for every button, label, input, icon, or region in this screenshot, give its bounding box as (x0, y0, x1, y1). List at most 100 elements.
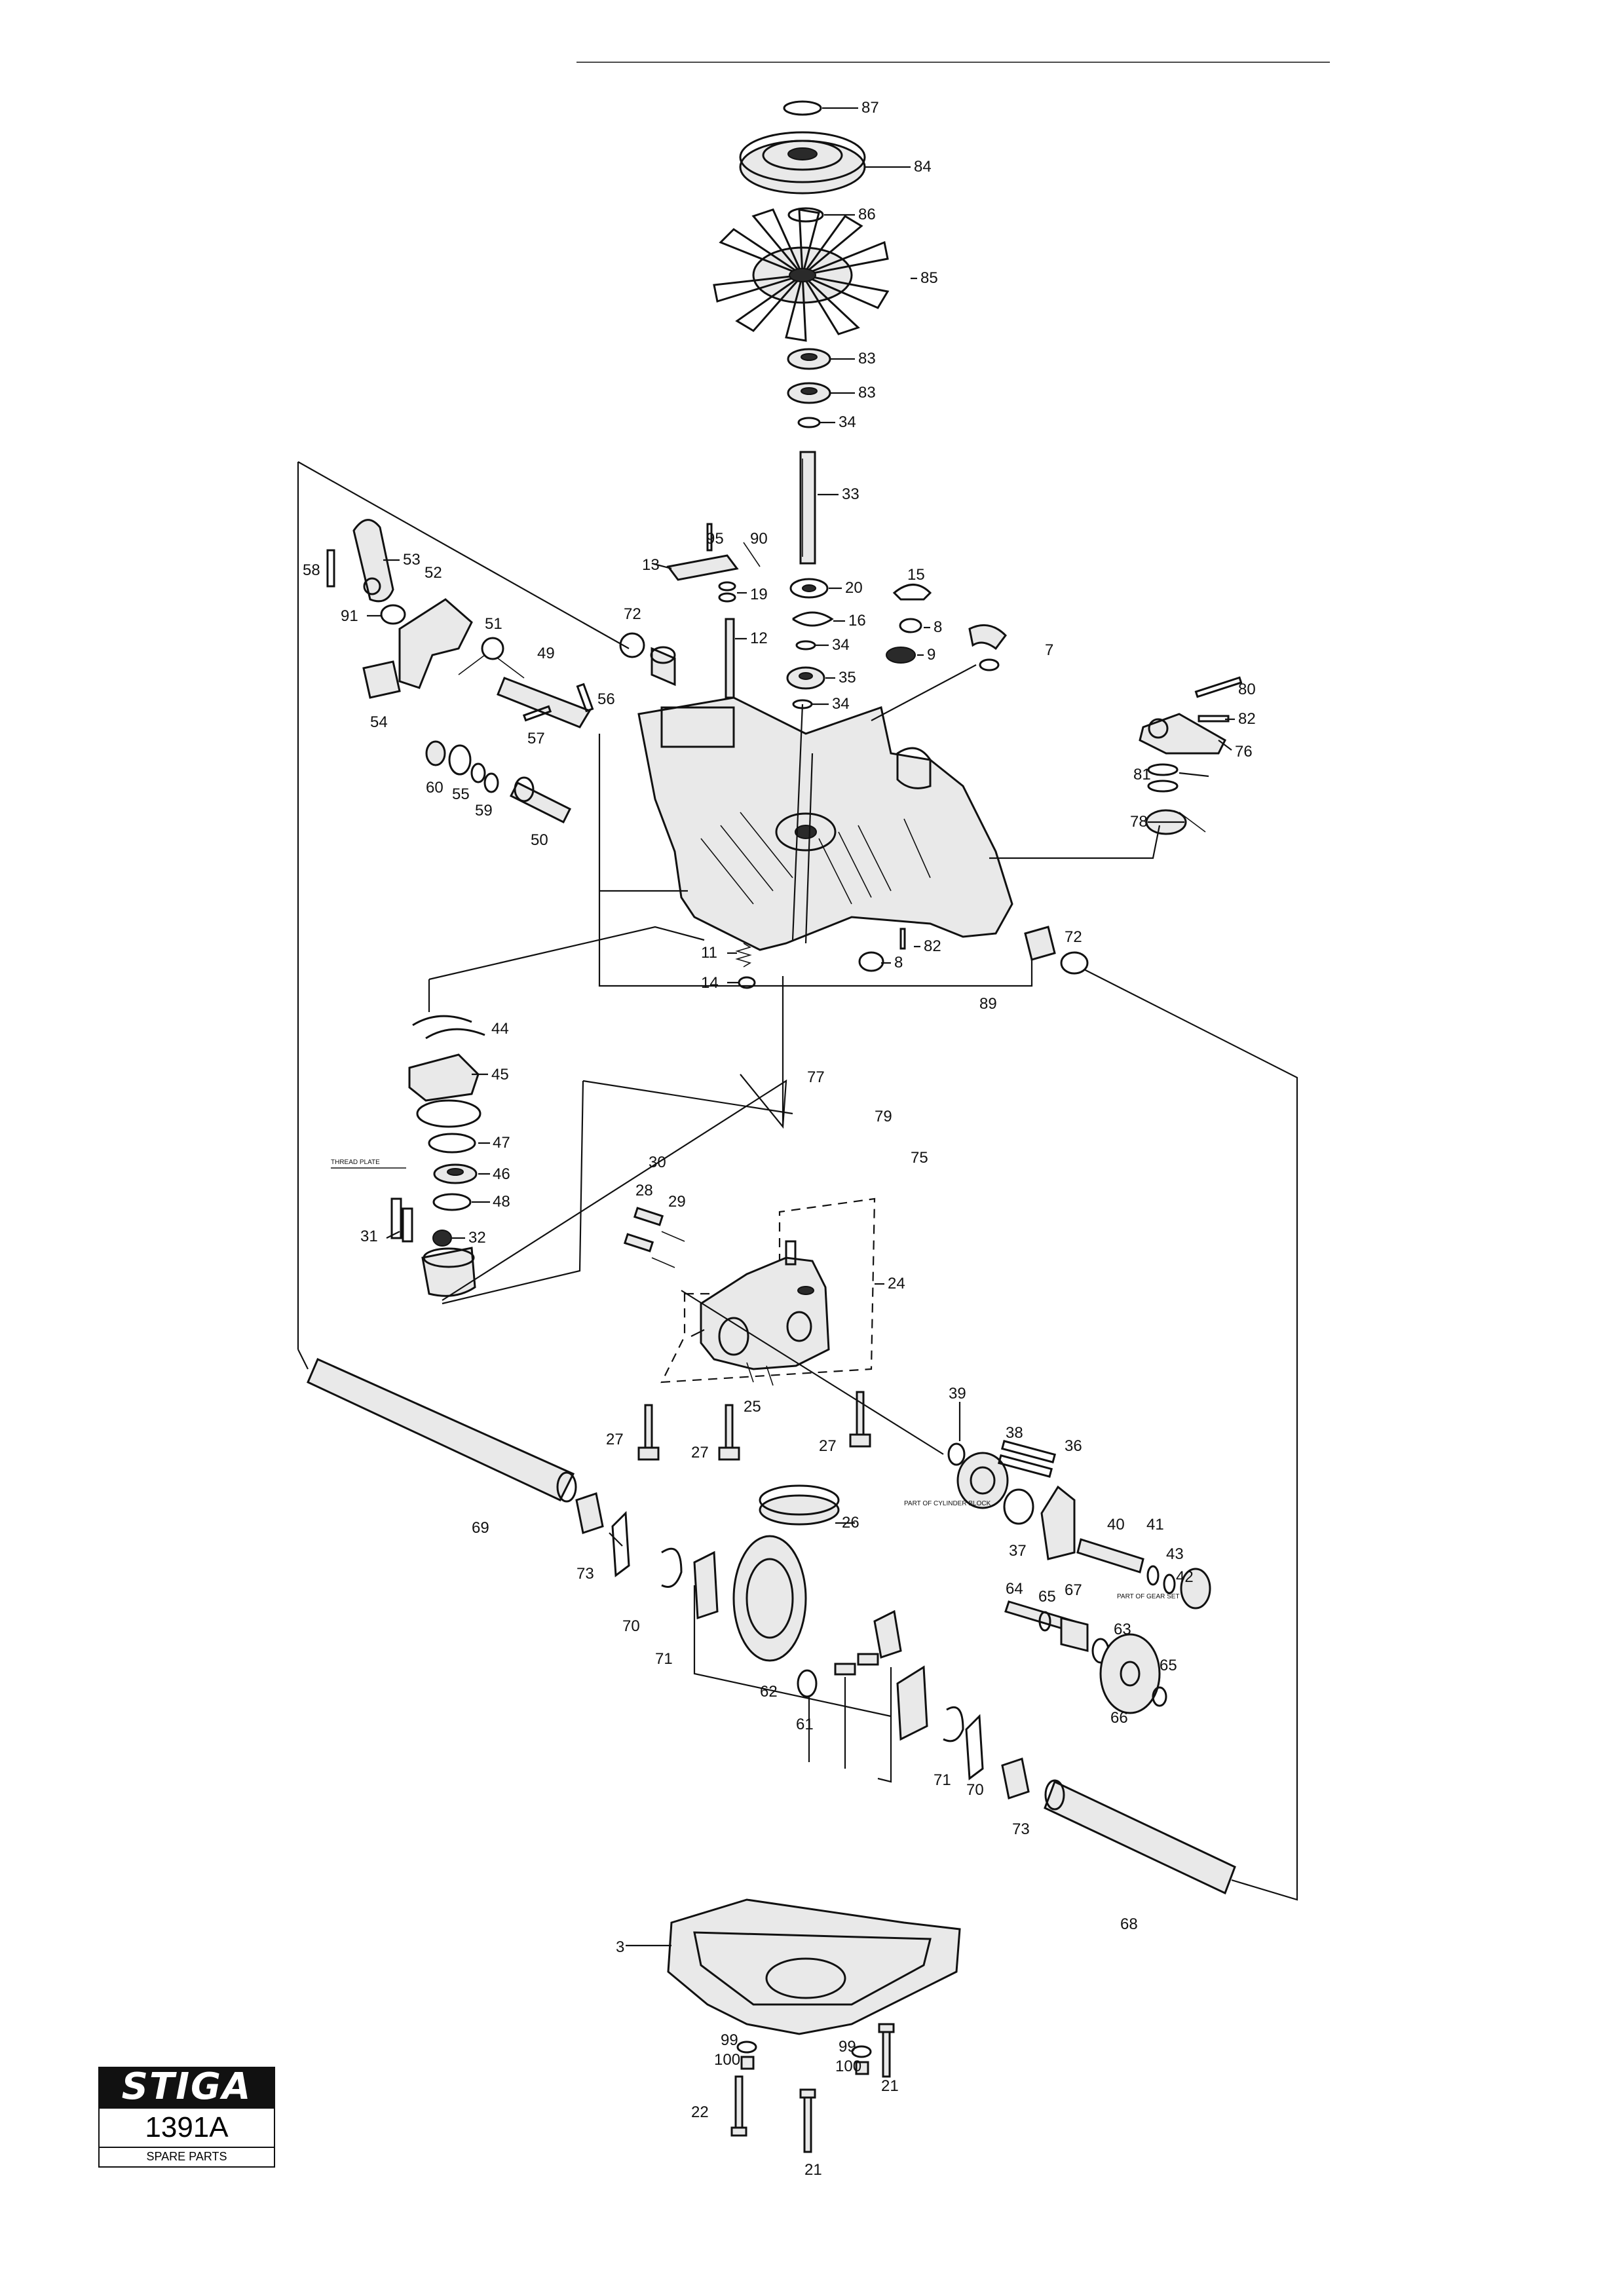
part-nut-60 (425, 740, 446, 766)
part-washer-61 (797, 1669, 818, 1698)
callout-26: 26 (842, 1514, 859, 1532)
part-gear-66 (1099, 1633, 1161, 1714)
callout-39: 39 (949, 1385, 966, 1402)
callout-82: 82 (1238, 710, 1256, 728)
part-ring-71b (943, 1706, 964, 1742)
part-main-housing (637, 696, 1013, 951)
part-pin-57 (522, 705, 552, 722)
callout-50: 50 (531, 831, 548, 849)
part-shaft-40 (1076, 1538, 1144, 1573)
callout-21: 21 (881, 2077, 899, 2095)
part-bush-73b (1001, 1758, 1030, 1799)
callout-35: 35 (839, 669, 856, 687)
callout-71: 71 (655, 1650, 673, 1668)
part-bolt-100b (855, 2061, 869, 2075)
callout-77: 77 (807, 1068, 825, 1086)
part-spring-7 (968, 624, 1007, 671)
part-bevel-gear-right (896, 1665, 928, 1741)
part-motor-block (956, 1452, 1009, 1509)
callout-9: 9 (927, 646, 935, 664)
callout-37: 37 (1009, 1542, 1027, 1560)
part-thrust-45 (408, 1053, 482, 1128)
part-bolt-27a (637, 1404, 660, 1461)
callout-78: 78 (1130, 813, 1148, 831)
part-swashplate-36 (1040, 1485, 1076, 1560)
part-washer-55 (448, 744, 472, 776)
part-ring-gear-62 (732, 1535, 807, 1662)
callout-73: 73 (1012, 1820, 1030, 1838)
part-bearing-83a (787, 348, 831, 370)
part-spring-51 (458, 637, 525, 679)
part-washers-19 (718, 581, 736, 603)
callout-42: 42 (1176, 1568, 1194, 1586)
callout-49: 49 (537, 645, 555, 662)
part-input-shaft-33 (799, 451, 816, 565)
callout-69: 69 (472, 1519, 489, 1537)
callout-28: 28 (635, 1182, 653, 1199)
callout-52: 52 (425, 564, 442, 582)
part-clips-59 (470, 762, 499, 793)
part-shaft-49 (497, 677, 592, 728)
callout-41: 41 (1146, 1516, 1164, 1534)
note-part-of-block: PART OF CYLINDER BLOCK (904, 1500, 991, 1507)
callout-14: 14 (701, 974, 719, 992)
callout-81: 81 (1133, 766, 1151, 783)
part-snap-ring-87 (783, 100, 822, 116)
part-gear-42 (1180, 1568, 1211, 1609)
callout-12: 12 (750, 630, 768, 647)
part-spring-11 (735, 943, 752, 968)
part-bolt-100a (740, 2056, 755, 2070)
part-pistons-31 (390, 1197, 413, 1243)
callout-29: 29 (668, 1193, 686, 1211)
document-number: 1391A (98, 2107, 275, 2148)
callout-7: 7 (1045, 641, 1053, 659)
part-seal-9 (886, 647, 916, 664)
part-ring-34-mid (795, 640, 816, 650)
part-bush-right (1024, 926, 1056, 961)
callout-15: 15 (907, 566, 925, 584)
part-plug-8-low (858, 951, 884, 972)
document-caption: SPARE PARTS (98, 2147, 275, 2168)
part-bolt-21b (799, 2088, 816, 2153)
part-seal-72a (619, 632, 645, 658)
part-washer-86 (787, 207, 824, 223)
callout-60: 60 (426, 779, 444, 797)
part-ring-16 (792, 611, 834, 627)
callout-82: 82 (924, 937, 941, 955)
callout-27: 27 (691, 1444, 709, 1461)
part-washer-99a (736, 2041, 757, 2054)
callout-56: 56 (597, 690, 615, 708)
callout-89: 89 (979, 995, 997, 1013)
callout-62: 62 (760, 1683, 778, 1701)
callout-36: 36 (1065, 1437, 1082, 1455)
part-spring-90 (743, 542, 761, 567)
callout-100: 100 (714, 2051, 740, 2069)
part-pinion-gear (873, 1609, 902, 1659)
part-bolt-21a (878, 2023, 895, 2078)
callout-53: 53 (403, 551, 421, 569)
callout-70: 70 (966, 1781, 984, 1799)
callout-16: 16 (848, 612, 866, 630)
callout-11: 11 (701, 944, 717, 962)
part-plug-8-top (899, 618, 922, 633)
part-block-54 (362, 660, 401, 699)
part-axle-68 (1044, 1779, 1236, 1895)
part-pin-80 (1194, 676, 1243, 698)
part-bolt-27b (718, 1404, 740, 1461)
note-thread-plate: THREAD PLATE (331, 1159, 380, 1166)
callout-100: 100 (835, 2058, 861, 2075)
callout-48: 48 (493, 1193, 510, 1211)
callout-99: 99 (721, 2031, 738, 2049)
callout-13: 13 (642, 556, 660, 574)
callout-79: 79 (875, 1108, 892, 1125)
callout-63: 63 (1114, 1621, 1131, 1638)
part-washer-39 (947, 1442, 966, 1466)
part-discs-81 (1147, 763, 1179, 793)
part-bearing-35 (786, 666, 825, 690)
part-brake-arm-76 (1139, 713, 1226, 755)
callout-66: 66 (1110, 1709, 1128, 1727)
callout-54: 54 (370, 713, 388, 731)
callout-83: 83 (858, 384, 876, 402)
